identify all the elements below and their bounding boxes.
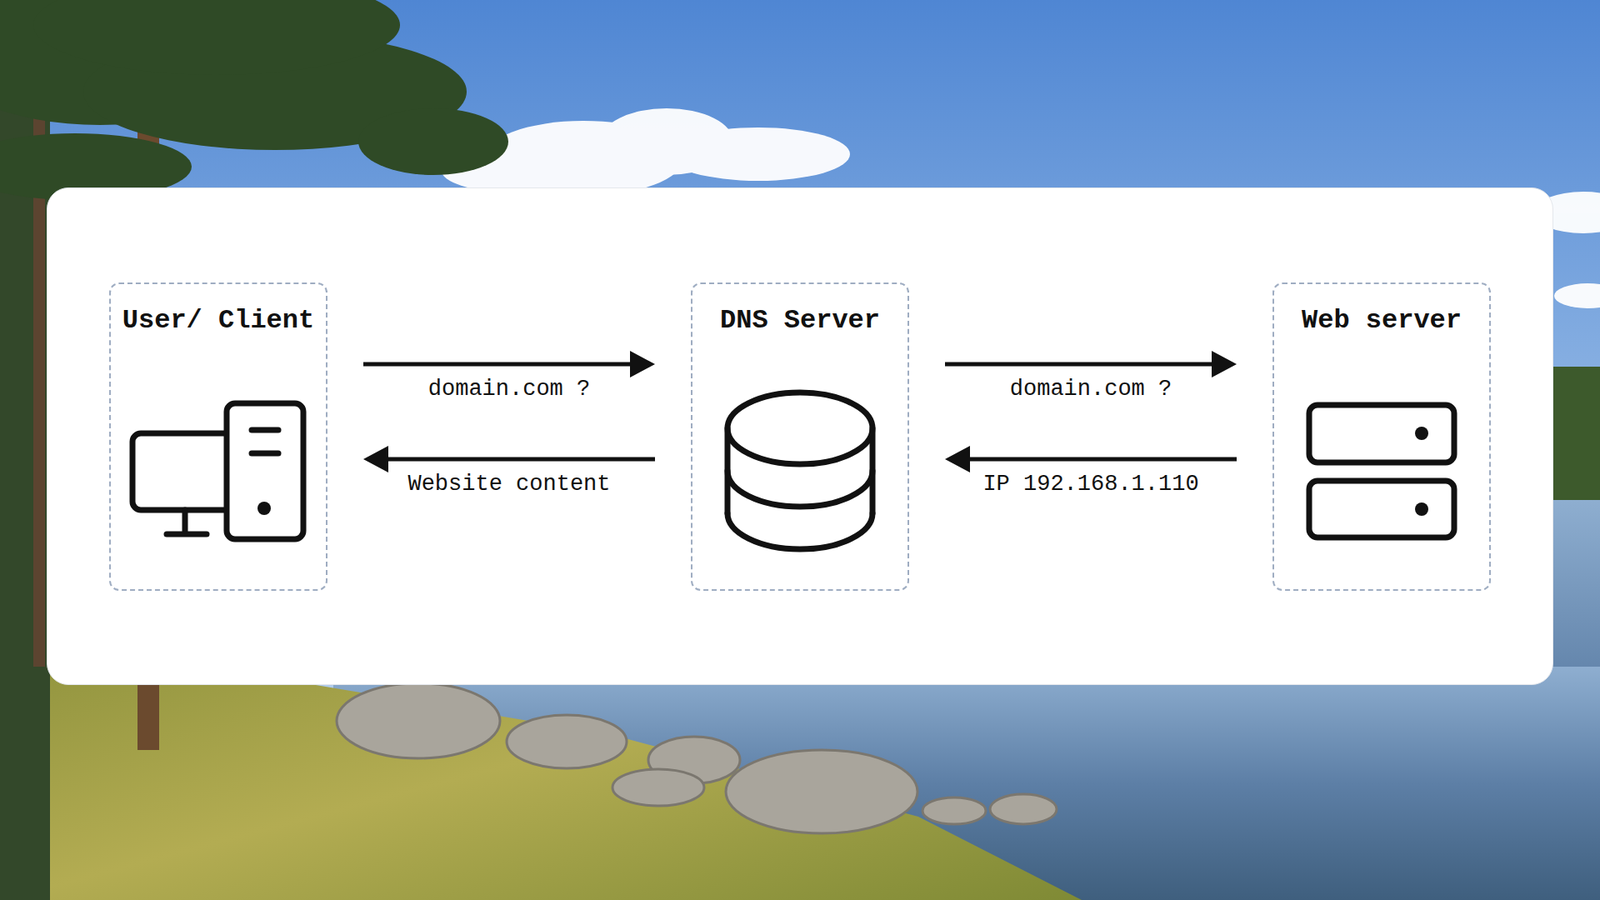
connector-line xyxy=(386,457,655,462)
node-title: DNS Server xyxy=(692,284,908,337)
arrow-connector xyxy=(363,445,655,473)
computer-icon xyxy=(132,403,304,540)
edge-label: IP 192.168.1.110 xyxy=(979,470,1202,498)
connector-line xyxy=(945,362,1214,367)
arrow-connector xyxy=(945,350,1237,378)
node-box: User/ Client xyxy=(109,282,328,591)
node-box: DNS Server xyxy=(690,282,910,591)
arrow-connector xyxy=(945,445,1237,473)
edge-label: domain.com ? xyxy=(425,375,594,403)
edge-label: Website content xyxy=(404,470,614,498)
connector-line xyxy=(968,457,1237,462)
arrow-head xyxy=(363,445,389,473)
arrow-head xyxy=(1211,350,1237,378)
node-title: User/ Client xyxy=(110,284,326,337)
arrow-connector xyxy=(363,350,655,378)
database-icon xyxy=(727,392,873,550)
connector-line xyxy=(363,362,632,367)
node-box: Web server xyxy=(1272,282,1491,591)
server-icon xyxy=(1309,405,1455,538)
edge-label: domain.com ? xyxy=(1006,375,1175,403)
arrow-head xyxy=(630,350,655,378)
arrow-head xyxy=(945,445,970,473)
node-title: Web server xyxy=(1274,284,1490,337)
